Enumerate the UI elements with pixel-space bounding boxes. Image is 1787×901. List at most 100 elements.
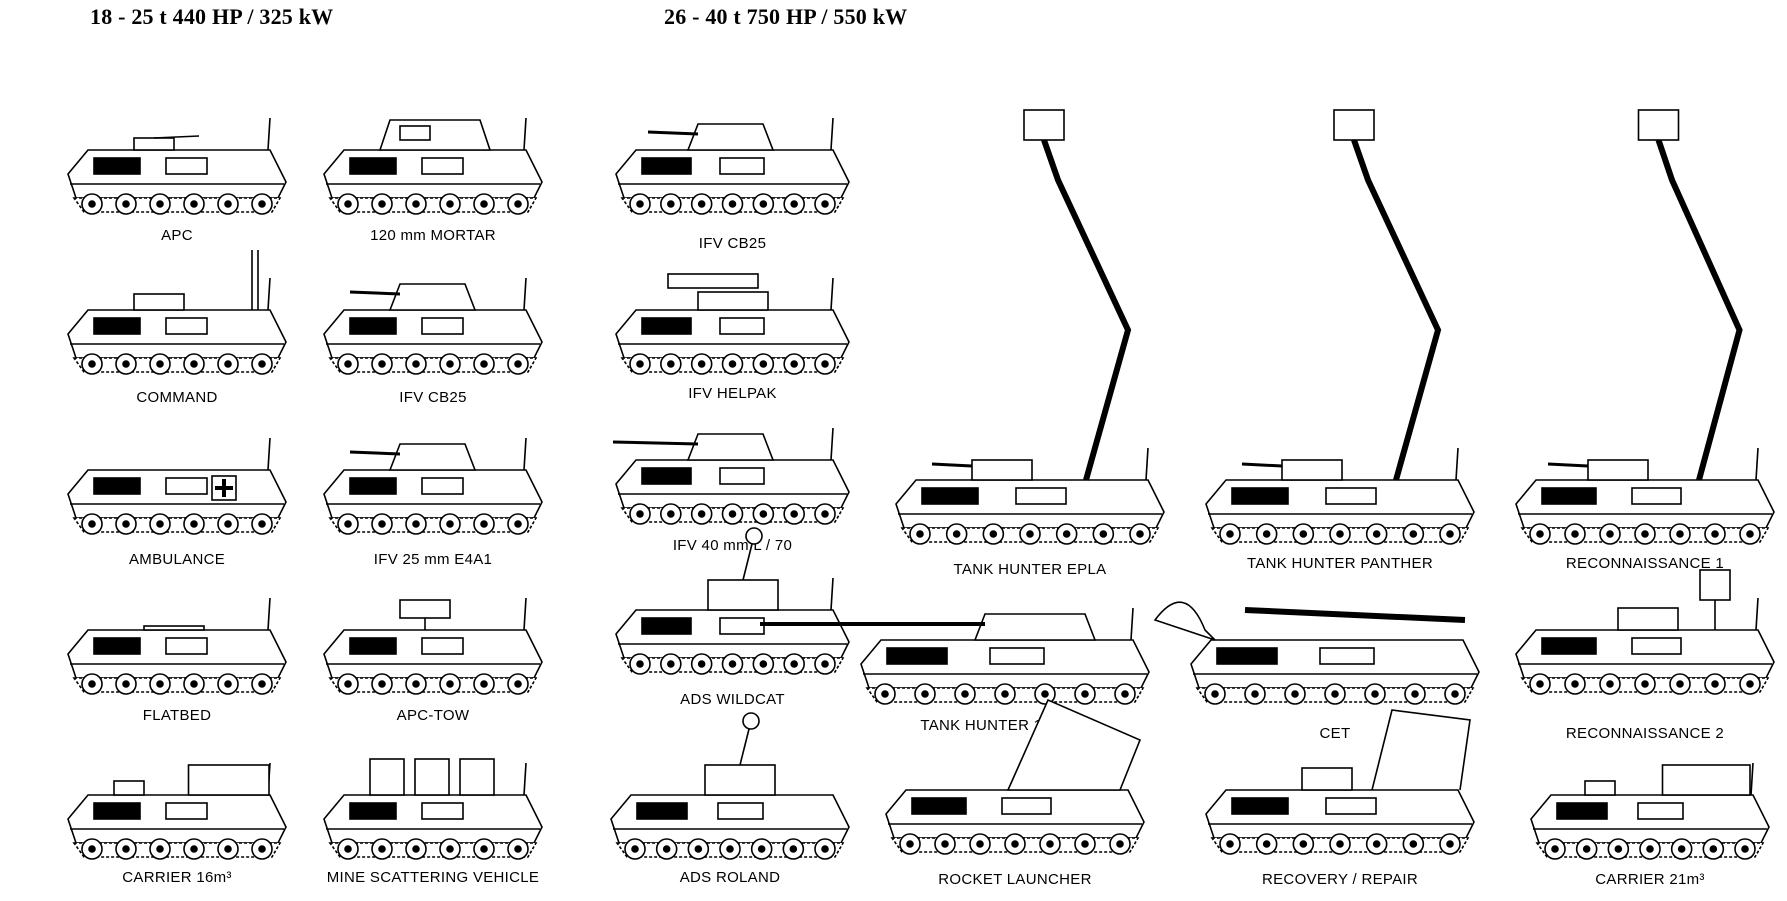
vehicle-silhouette bbox=[323, 437, 543, 535]
vehicle-120-mm-mortar bbox=[318, 100, 548, 220]
vehicle-caption: 120 mm MORTAR bbox=[370, 227, 496, 244]
wheel-hub bbox=[122, 845, 130, 853]
hull-hatch bbox=[719, 617, 765, 635]
hull-hatch bbox=[421, 157, 464, 175]
hull-hatch bbox=[1001, 797, 1052, 815]
vehicle-flatbed bbox=[62, 590, 292, 700]
vehicle-drawing bbox=[323, 437, 543, 535]
group-title-heavy: 26 - 40 t 750 HP / 550 kW bbox=[664, 4, 908, 29]
vehicle-drawing bbox=[615, 117, 850, 215]
hull-dark-panel bbox=[1231, 797, 1289, 815]
dozer-blade bbox=[1153, 601, 1216, 641]
hull-dark-panel bbox=[1556, 802, 1608, 820]
vehicle-caption: RECONNAISSANCE 2 bbox=[1565, 725, 1725, 742]
vehicle-caption: ADS ROLAND bbox=[679, 869, 781, 886]
track bbox=[328, 517, 538, 533]
wheel-hub bbox=[1299, 530, 1308, 538]
vehicle-silhouette bbox=[895, 109, 1165, 545]
vehicle-caption: TANK HUNTER PANTHER bbox=[1247, 555, 1433, 572]
vehicle-tank-hunter-105-mm bbox=[760, 600, 1155, 710]
hull-hatch bbox=[1631, 637, 1682, 655]
hull-hatch bbox=[421, 477, 464, 495]
vehicle-silhouette bbox=[67, 597, 287, 695]
hull-hatch bbox=[165, 802, 208, 820]
vehicle-silhouette bbox=[323, 117, 543, 215]
gun-barrel bbox=[1241, 462, 1283, 468]
wheel-hub bbox=[1606, 530, 1614, 538]
wheel-hub bbox=[378, 680, 386, 688]
vehicle-caption: AMBULANCE bbox=[128, 551, 226, 568]
vehicle-drawing bbox=[323, 117, 543, 215]
track bbox=[72, 842, 282, 858]
wheel-hub bbox=[412, 845, 420, 853]
tank-turret bbox=[973, 613, 1097, 641]
wheel-hub bbox=[821, 510, 829, 518]
flatbed-deck bbox=[143, 625, 205, 631]
antenna bbox=[1145, 447, 1149, 481]
wheel-hub bbox=[190, 680, 198, 688]
hull-hatch bbox=[421, 802, 464, 820]
vehicle-mine-scattering-vehicle bbox=[318, 755, 548, 865]
vehicle-silhouette bbox=[615, 273, 850, 375]
vehicle-silhouette bbox=[67, 762, 287, 860]
hull-dark-panel bbox=[1231, 487, 1289, 505]
mast-sight-head bbox=[1637, 109, 1680, 141]
wheel-hub bbox=[728, 360, 737, 368]
wheel-hub bbox=[697, 200, 706, 208]
hull-hatch bbox=[1015, 487, 1067, 505]
vehicle-caption: TANK HUNTER EPLA bbox=[953, 561, 1107, 578]
vehicle-silhouette bbox=[1153, 601, 1480, 705]
wheel-hub bbox=[789, 845, 798, 853]
hull-dark-panel bbox=[93, 477, 141, 495]
wheel-hub bbox=[258, 200, 266, 208]
turret bbox=[697, 291, 769, 311]
wheel-hub bbox=[1262, 840, 1271, 848]
vehicle-drawing bbox=[895, 109, 1165, 545]
track bbox=[72, 677, 282, 693]
wheel-hub bbox=[514, 360, 522, 368]
antenna bbox=[830, 427, 834, 461]
wheel-hub bbox=[636, 360, 644, 368]
mine-dispenser bbox=[369, 758, 405, 796]
wheel-hub bbox=[976, 840, 984, 848]
turret bbox=[388, 283, 477, 311]
vehicle-silhouette bbox=[1205, 109, 1475, 545]
vehicle-caption: IFV CB25 bbox=[399, 389, 467, 406]
wheel-hub bbox=[1062, 530, 1071, 538]
wheel-hub bbox=[190, 520, 198, 528]
radar-dish bbox=[742, 712, 760, 730]
vehicle-silhouette bbox=[1530, 762, 1770, 860]
turret bbox=[971, 459, 1033, 481]
hull-dark-panel bbox=[349, 637, 397, 655]
wheel-hub bbox=[1746, 680, 1754, 688]
sensor-head bbox=[1699, 569, 1731, 601]
vehicle-silhouette bbox=[323, 597, 543, 695]
track bbox=[72, 357, 282, 373]
wheel-hub bbox=[224, 200, 232, 208]
vehicle-command bbox=[62, 250, 292, 380]
vehicle-silhouette bbox=[67, 437, 287, 535]
air-defense-turret bbox=[704, 764, 776, 796]
vehicle-ambulance bbox=[62, 420, 292, 540]
vehicle-silhouette bbox=[615, 117, 850, 215]
vehicle-reconnaissance-1 bbox=[1510, 109, 1780, 550]
antenna bbox=[1130, 607, 1134, 641]
group-title-light: 18 - 25 t 440 HP / 325 kW bbox=[90, 4, 334, 29]
wheel-hub bbox=[821, 200, 829, 208]
wheel-hub bbox=[921, 690, 929, 698]
vehicle-caption: IFV 25 mm E4A1 bbox=[373, 551, 493, 568]
vehicle-caption: IFV 40 mm L / 70 bbox=[672, 537, 793, 554]
vehicle-silhouette bbox=[612, 427, 850, 525]
wheel-hub bbox=[1676, 680, 1684, 688]
antenna bbox=[267, 117, 271, 151]
wheel-hub bbox=[514, 200, 522, 208]
wheel-hub bbox=[667, 360, 675, 368]
wheel-hub bbox=[790, 660, 798, 668]
wheel-hub bbox=[1026, 530, 1034, 538]
wheel-hub bbox=[122, 520, 130, 528]
hull-dark-panel bbox=[93, 802, 141, 820]
wheel-hub bbox=[821, 360, 829, 368]
wheel-hub bbox=[1551, 845, 1559, 853]
wheel-hub bbox=[1116, 840, 1124, 848]
gun-barrel bbox=[349, 290, 401, 296]
